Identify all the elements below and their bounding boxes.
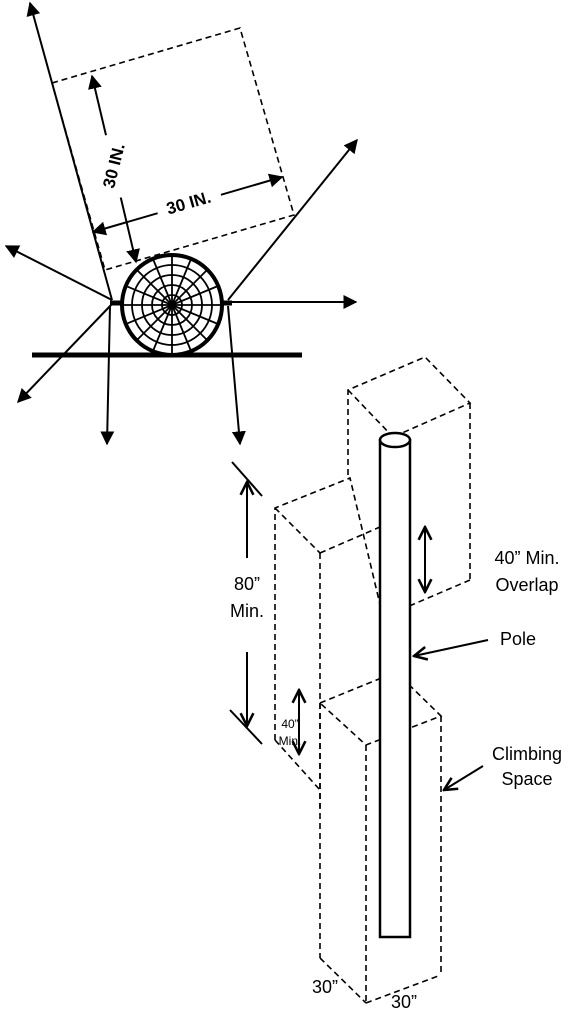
height-label-line2: Min. [230,601,264,621]
pole [378,431,412,939]
small-label-line2: Min. [279,734,302,748]
height-dimension [229,461,263,745]
space-label-line1: Climbing [492,744,562,764]
clearance-arrows [4,1,358,446]
top-view: 30 IN. 30 IN. [4,1,358,446]
space-label-line2: Space [501,769,552,789]
space-leader-arrow [444,765,484,790]
small-label-line1: 40” [281,717,298,731]
height-label-line1: 80” [234,574,260,594]
overlap-label-line1: 40” Min. [494,548,559,568]
pole-cross-section [120,253,224,357]
side-view: 40” Min. Overlap 80” Min. 40” Min. Pole … [229,356,562,1011]
base-dimension-right: 30” [391,992,417,1011]
lower-climbing-box [319,671,443,1004]
middle-climbing-box [274,476,397,808]
pole-leader-arrow [414,639,489,656]
overlap-label-line2: Overlap [495,575,558,595]
base-dimension-left: 30” [312,977,338,997]
top-view-climbing-space [51,27,295,271]
upper-climbing-box [347,356,472,611]
pole-label: Pole [500,629,536,649]
